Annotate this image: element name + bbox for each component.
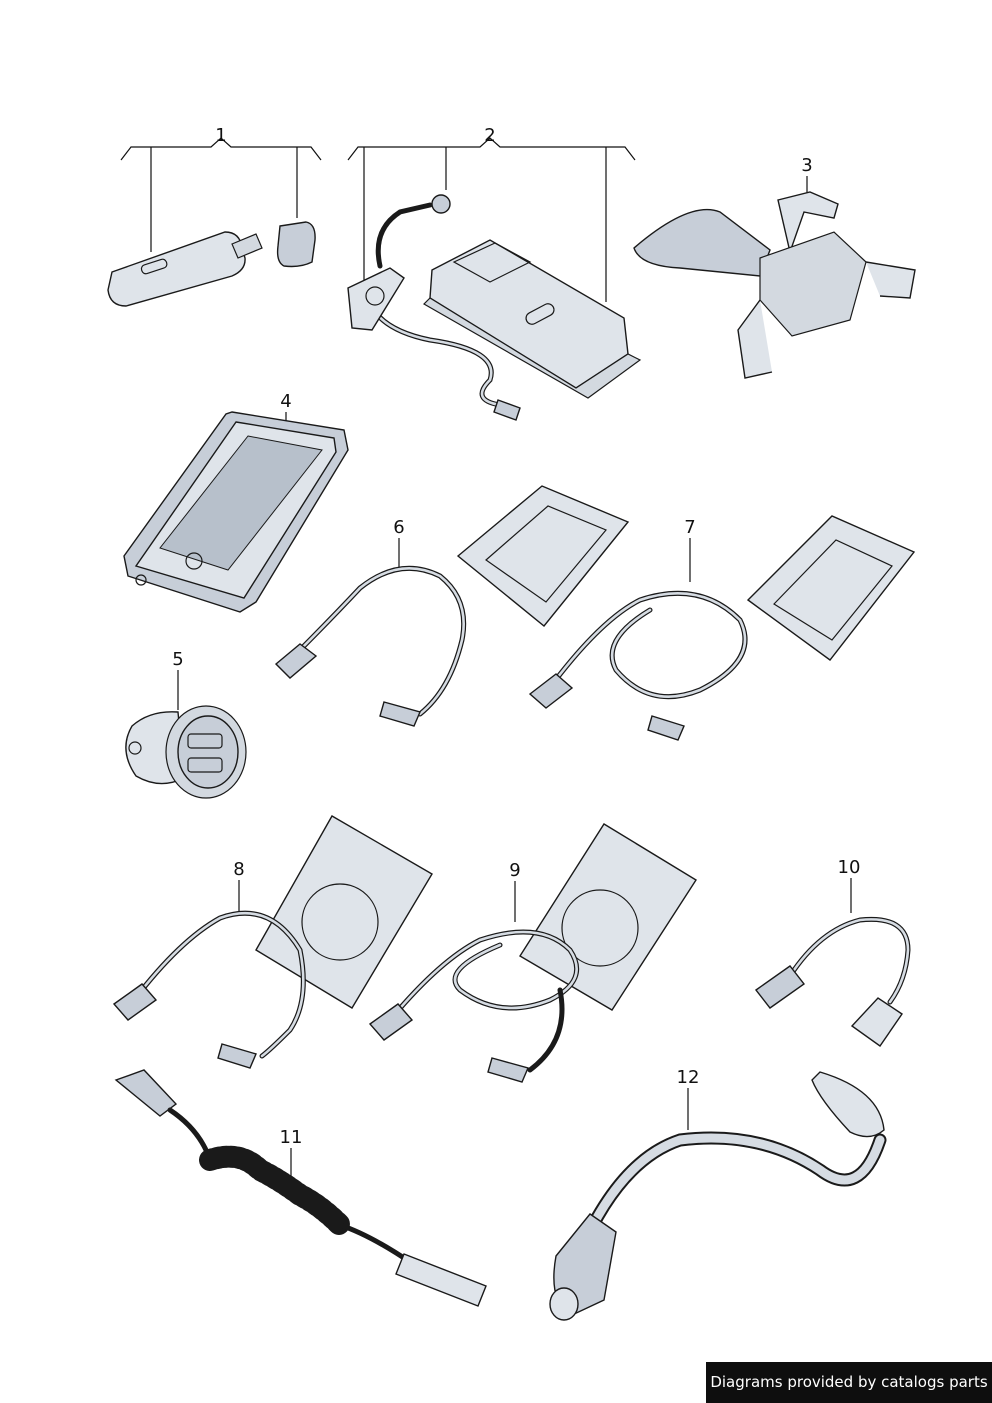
- callout-6: 6: [393, 517, 405, 570]
- callout-label-7: 7: [684, 517, 695, 538]
- callout-label-5: 5: [172, 649, 183, 670]
- callout-label-1: 1: [215, 125, 226, 146]
- callout-10: 10: [838, 857, 861, 913]
- callout-1: 1: [120, 125, 322, 252]
- part-1-usb-stick-illustration: [107, 221, 316, 307]
- callout-4: 4: [280, 391, 292, 424]
- callout-label-9: 9: [509, 860, 520, 881]
- callout-12: 12: [677, 1067, 700, 1130]
- callout-label-12: 12: [677, 1067, 700, 1088]
- part-12-usb-lamp-illustration: [549, 1071, 887, 1321]
- callout-2: 2: [347, 125, 636, 302]
- part-10-usb-extension-illustration: [754, 916, 911, 1047]
- callout-5: 5: [172, 649, 184, 710]
- callout-8: 8: [233, 859, 245, 912]
- part-11-coiled-cable-illustration: [114, 1069, 487, 1307]
- callout-label-6: 6: [393, 517, 404, 538]
- callout-7: 7: [684, 517, 696, 582]
- callout-label-3: 3: [801, 155, 812, 176]
- watermark-banner: Diagrams provided by catalogs parts: [706, 1362, 992, 1403]
- callout-label-4: 4: [280, 391, 291, 412]
- part-8-cable-illustration: [112, 815, 433, 1069]
- part-6-cable-illustration: [274, 485, 630, 727]
- callout-3: 3: [801, 155, 813, 196]
- callout-label-2: 2: [484, 125, 495, 146]
- part-9-cable-illustration: [368, 823, 697, 1083]
- callout-label-11: 11: [280, 1127, 303, 1148]
- part-4-phone-case-illustration: [123, 411, 349, 613]
- part-2-handsfree-module-illustration: [347, 194, 642, 421]
- callout-11: 11: [280, 1127, 303, 1178]
- part-3-phone-holder-illustration: [633, 191, 916, 379]
- part-5-usb-charger-illustration: [125, 705, 247, 799]
- part-7-cable-illustration: [528, 515, 916, 741]
- callout-label-8: 8: [233, 859, 244, 880]
- callout-9: 9: [509, 860, 521, 922]
- callout-label-10: 10: [838, 857, 861, 878]
